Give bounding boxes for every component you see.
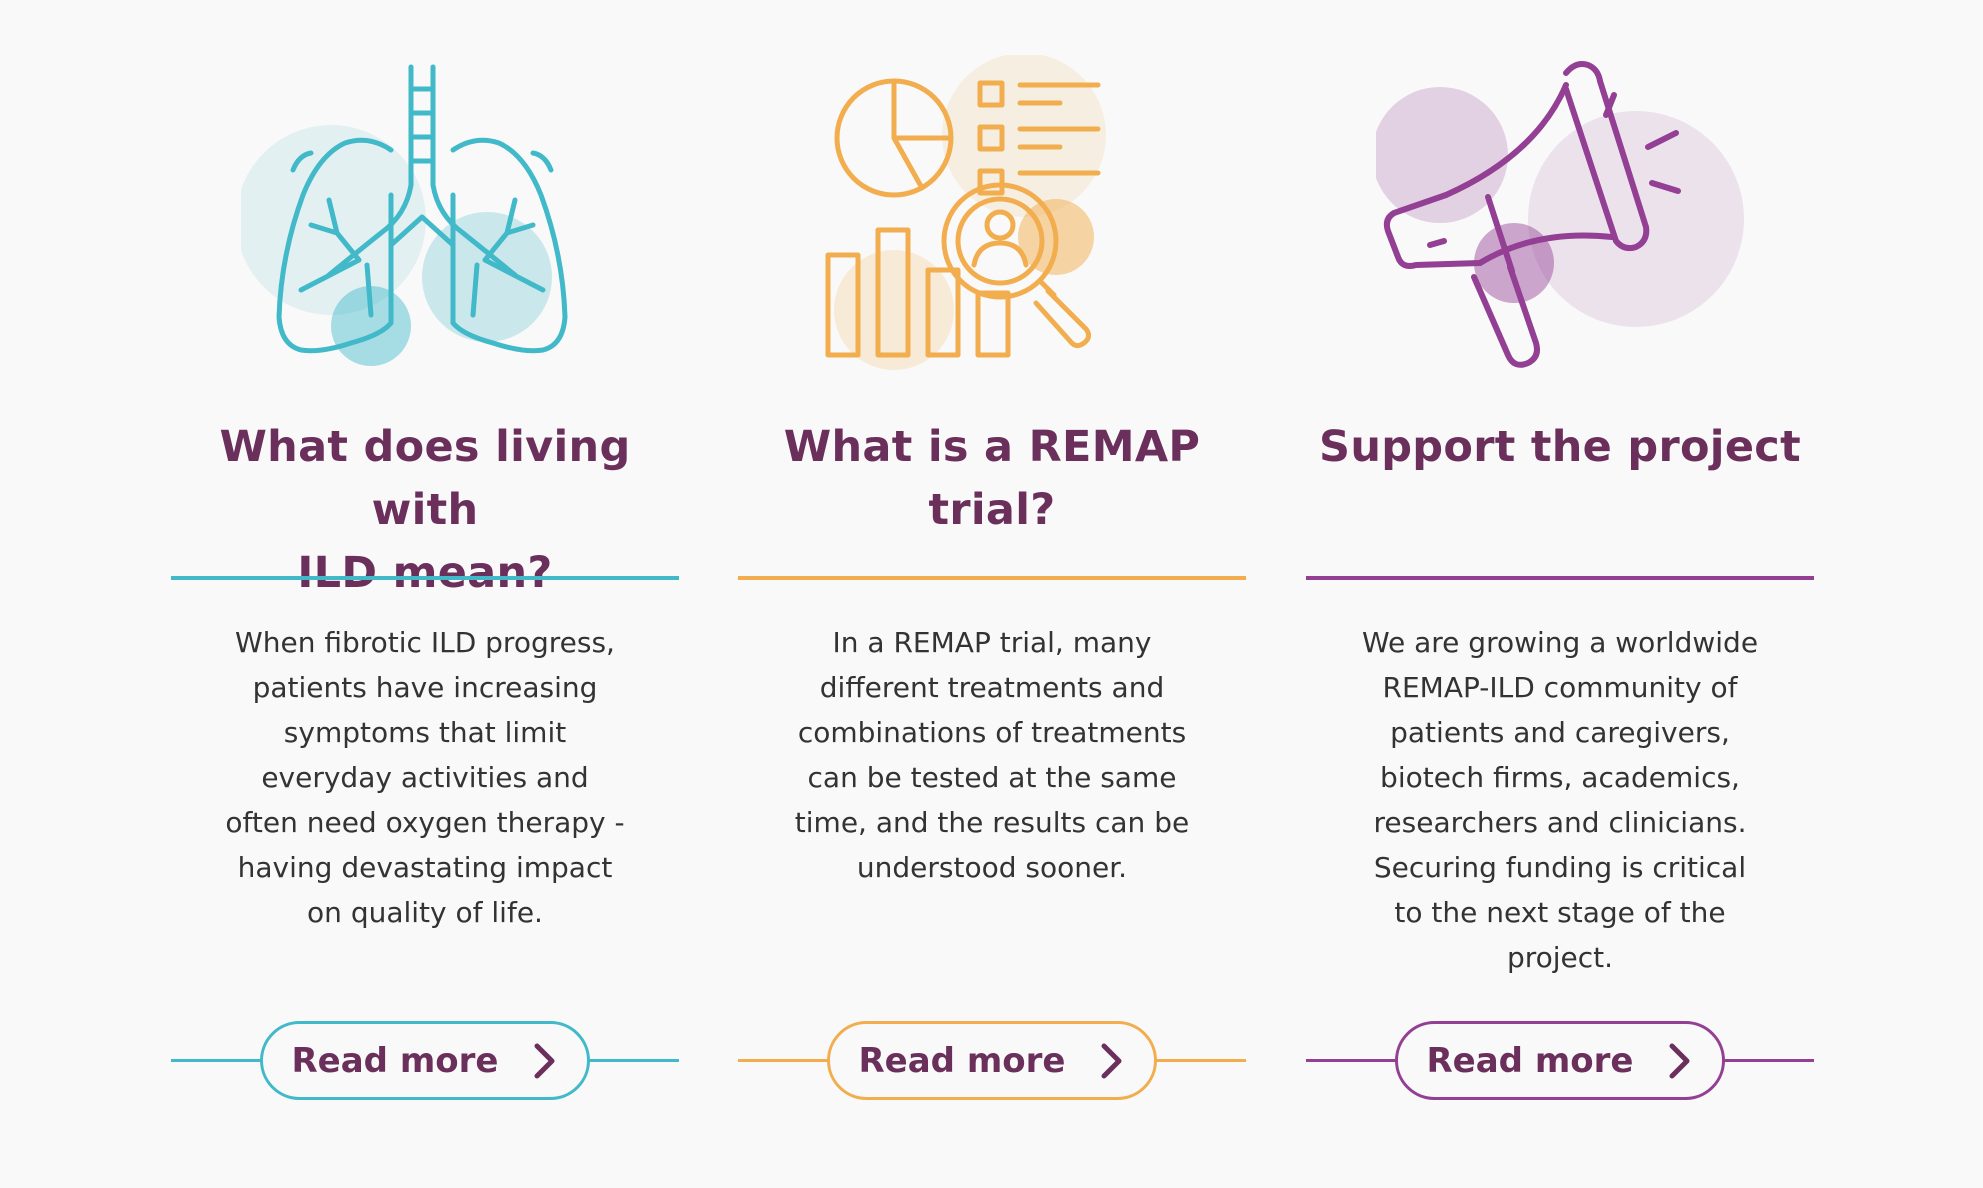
description-line: often need oxygen therapy - xyxy=(225,806,625,839)
description-line: can be tested at the same xyxy=(807,761,1177,794)
megaphone-icon xyxy=(1376,55,1744,385)
description-line: symptoms that limit xyxy=(283,716,567,749)
description-line: patients have increasing xyxy=(252,671,598,704)
card-description: In a REMAP trial, many different treatme… xyxy=(738,620,1246,890)
card-living-with-ild: What does living with ILD mean? When fib… xyxy=(171,0,679,1188)
card-description: When fibrotic ILD progress, patients hav… xyxy=(171,620,679,935)
card-description: We are growing a worldwide REMAP-ILD com… xyxy=(1306,620,1814,980)
card-remap-trial: What is a REMAP trial? In a REMAP trial,… xyxy=(738,0,1246,1188)
read-more-button[interactable]: Read more xyxy=(1395,1021,1725,1100)
description-line: different treatments and xyxy=(819,671,1165,704)
description-line: time, and the results can be xyxy=(794,806,1190,839)
read-more-label: Read more xyxy=(291,1040,499,1081)
data-analysis-icon xyxy=(808,55,1176,385)
description-line: project. xyxy=(1506,941,1614,974)
card-title: What is a REMAP trial? xyxy=(738,416,1246,542)
chevron-right-icon xyxy=(1669,1043,1690,1078)
card-support-project: Support the project We are growing a wor… xyxy=(1306,0,1814,1188)
description-line: having devastating impact xyxy=(237,851,613,884)
description-line: REMAP-ILD community of xyxy=(1382,671,1738,704)
description-line: patients and caregivers, xyxy=(1390,716,1730,749)
chevron-right-icon xyxy=(534,1043,555,1078)
description-line: In a REMAP trial, many xyxy=(832,626,1152,659)
lungs-icon xyxy=(241,55,609,385)
read-more-label: Read more xyxy=(1426,1040,1634,1081)
description-line: We are growing a worldwide xyxy=(1361,626,1759,659)
divider-line xyxy=(738,576,1246,580)
card-title: Support the project xyxy=(1306,416,1814,479)
card-title: What does living with ILD mean? xyxy=(171,416,679,605)
card-title-line2: ILD mean? xyxy=(297,548,553,598)
description-line: everyday activities and xyxy=(261,761,589,794)
description-line: biotech firms, academics, xyxy=(1380,761,1740,794)
read-more-label: Read more xyxy=(858,1040,1066,1081)
description-line: to the next stage of the xyxy=(1394,896,1726,929)
description-line: understood sooner. xyxy=(856,851,1128,884)
description-line: on quality of life. xyxy=(307,896,543,929)
read-more-button[interactable]: Read more xyxy=(260,1021,590,1100)
card-title-line2: trial? xyxy=(928,485,1056,535)
read-more-button[interactable]: Read more xyxy=(827,1021,1157,1100)
divider-line xyxy=(1306,576,1814,580)
card-title-line1: Support the project xyxy=(1319,422,1801,472)
description-line: researchers and clinicians. xyxy=(1373,806,1747,839)
description-line: When fibrotic ILD progress, xyxy=(235,626,615,659)
chevron-right-icon xyxy=(1101,1043,1122,1078)
description-line: combinations of treatments xyxy=(797,716,1187,749)
description-line: Securing funding is critical xyxy=(1373,851,1747,884)
divider-line xyxy=(171,576,679,580)
card-title-line1: What is a REMAP xyxy=(783,422,1201,472)
card-title-line1: What does living with xyxy=(219,422,631,535)
